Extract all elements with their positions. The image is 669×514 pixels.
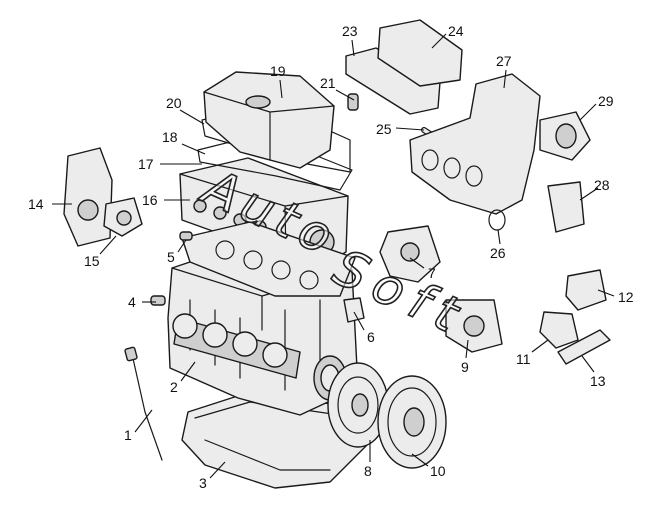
callout-1: 1 [124,427,132,443]
leader-lines [52,33,615,479]
callout-19: 19 [270,63,286,79]
callout-6: 6 [367,329,375,345]
part-clutch [377,375,447,469]
part-flywheel [327,362,389,448]
callout-29: 29 [598,93,614,109]
callout-21: 21 [320,75,336,91]
callout-27: 27 [496,53,512,69]
part-link-13 [557,329,611,365]
part-small-fittings [150,231,365,323]
callout-23: 23 [342,23,358,39]
callout-9: 9 [461,359,469,375]
callout-3: 3 [199,475,207,491]
part-pump [103,197,143,237]
callout-2: 2 [170,379,178,395]
part-injector-rail [345,19,463,115]
callout-28: 28 [594,177,610,193]
callout-20: 20 [166,95,182,111]
callout-16: 16 [142,192,158,208]
callout-10: 10 [430,463,446,479]
part-throttle-body [539,111,591,161]
callout-25: 25 [376,121,392,137]
callout-8: 8 [364,463,372,479]
part-intake-manifold [409,73,541,215]
part-mount-11 [539,311,579,349]
part-bracket [547,181,585,233]
part-housing-7 [379,225,441,283]
callout-26: 26 [490,245,506,261]
part-crankshaft [172,313,301,379]
engine-parts-drawing [63,19,611,489]
callout-24: 24 [448,23,464,39]
callout-15: 15 [84,253,100,269]
part-side-housing [63,147,113,247]
part-unit-9 [445,299,503,353]
callout-13: 13 [590,373,606,389]
part-mount-12 [565,269,607,311]
part-dipstick [124,346,163,461]
callout-17: 17 [138,156,154,172]
callout-4: 4 [128,294,136,310]
callout-12: 12 [618,289,634,305]
part-valve-cover [203,71,335,169]
part-head-gasket [181,221,356,297]
callout-labels: 1 2 3 4 5 6 7 8 9 10 11 12 13 14 15 16 1… [28,23,634,491]
callout-11: 11 [516,351,531,367]
callout-18: 18 [162,129,178,145]
callout-7: 7 [428,265,436,281]
part-seal-ring [488,209,506,231]
callout-5: 5 [167,249,175,265]
callout-14: 14 [28,196,44,212]
